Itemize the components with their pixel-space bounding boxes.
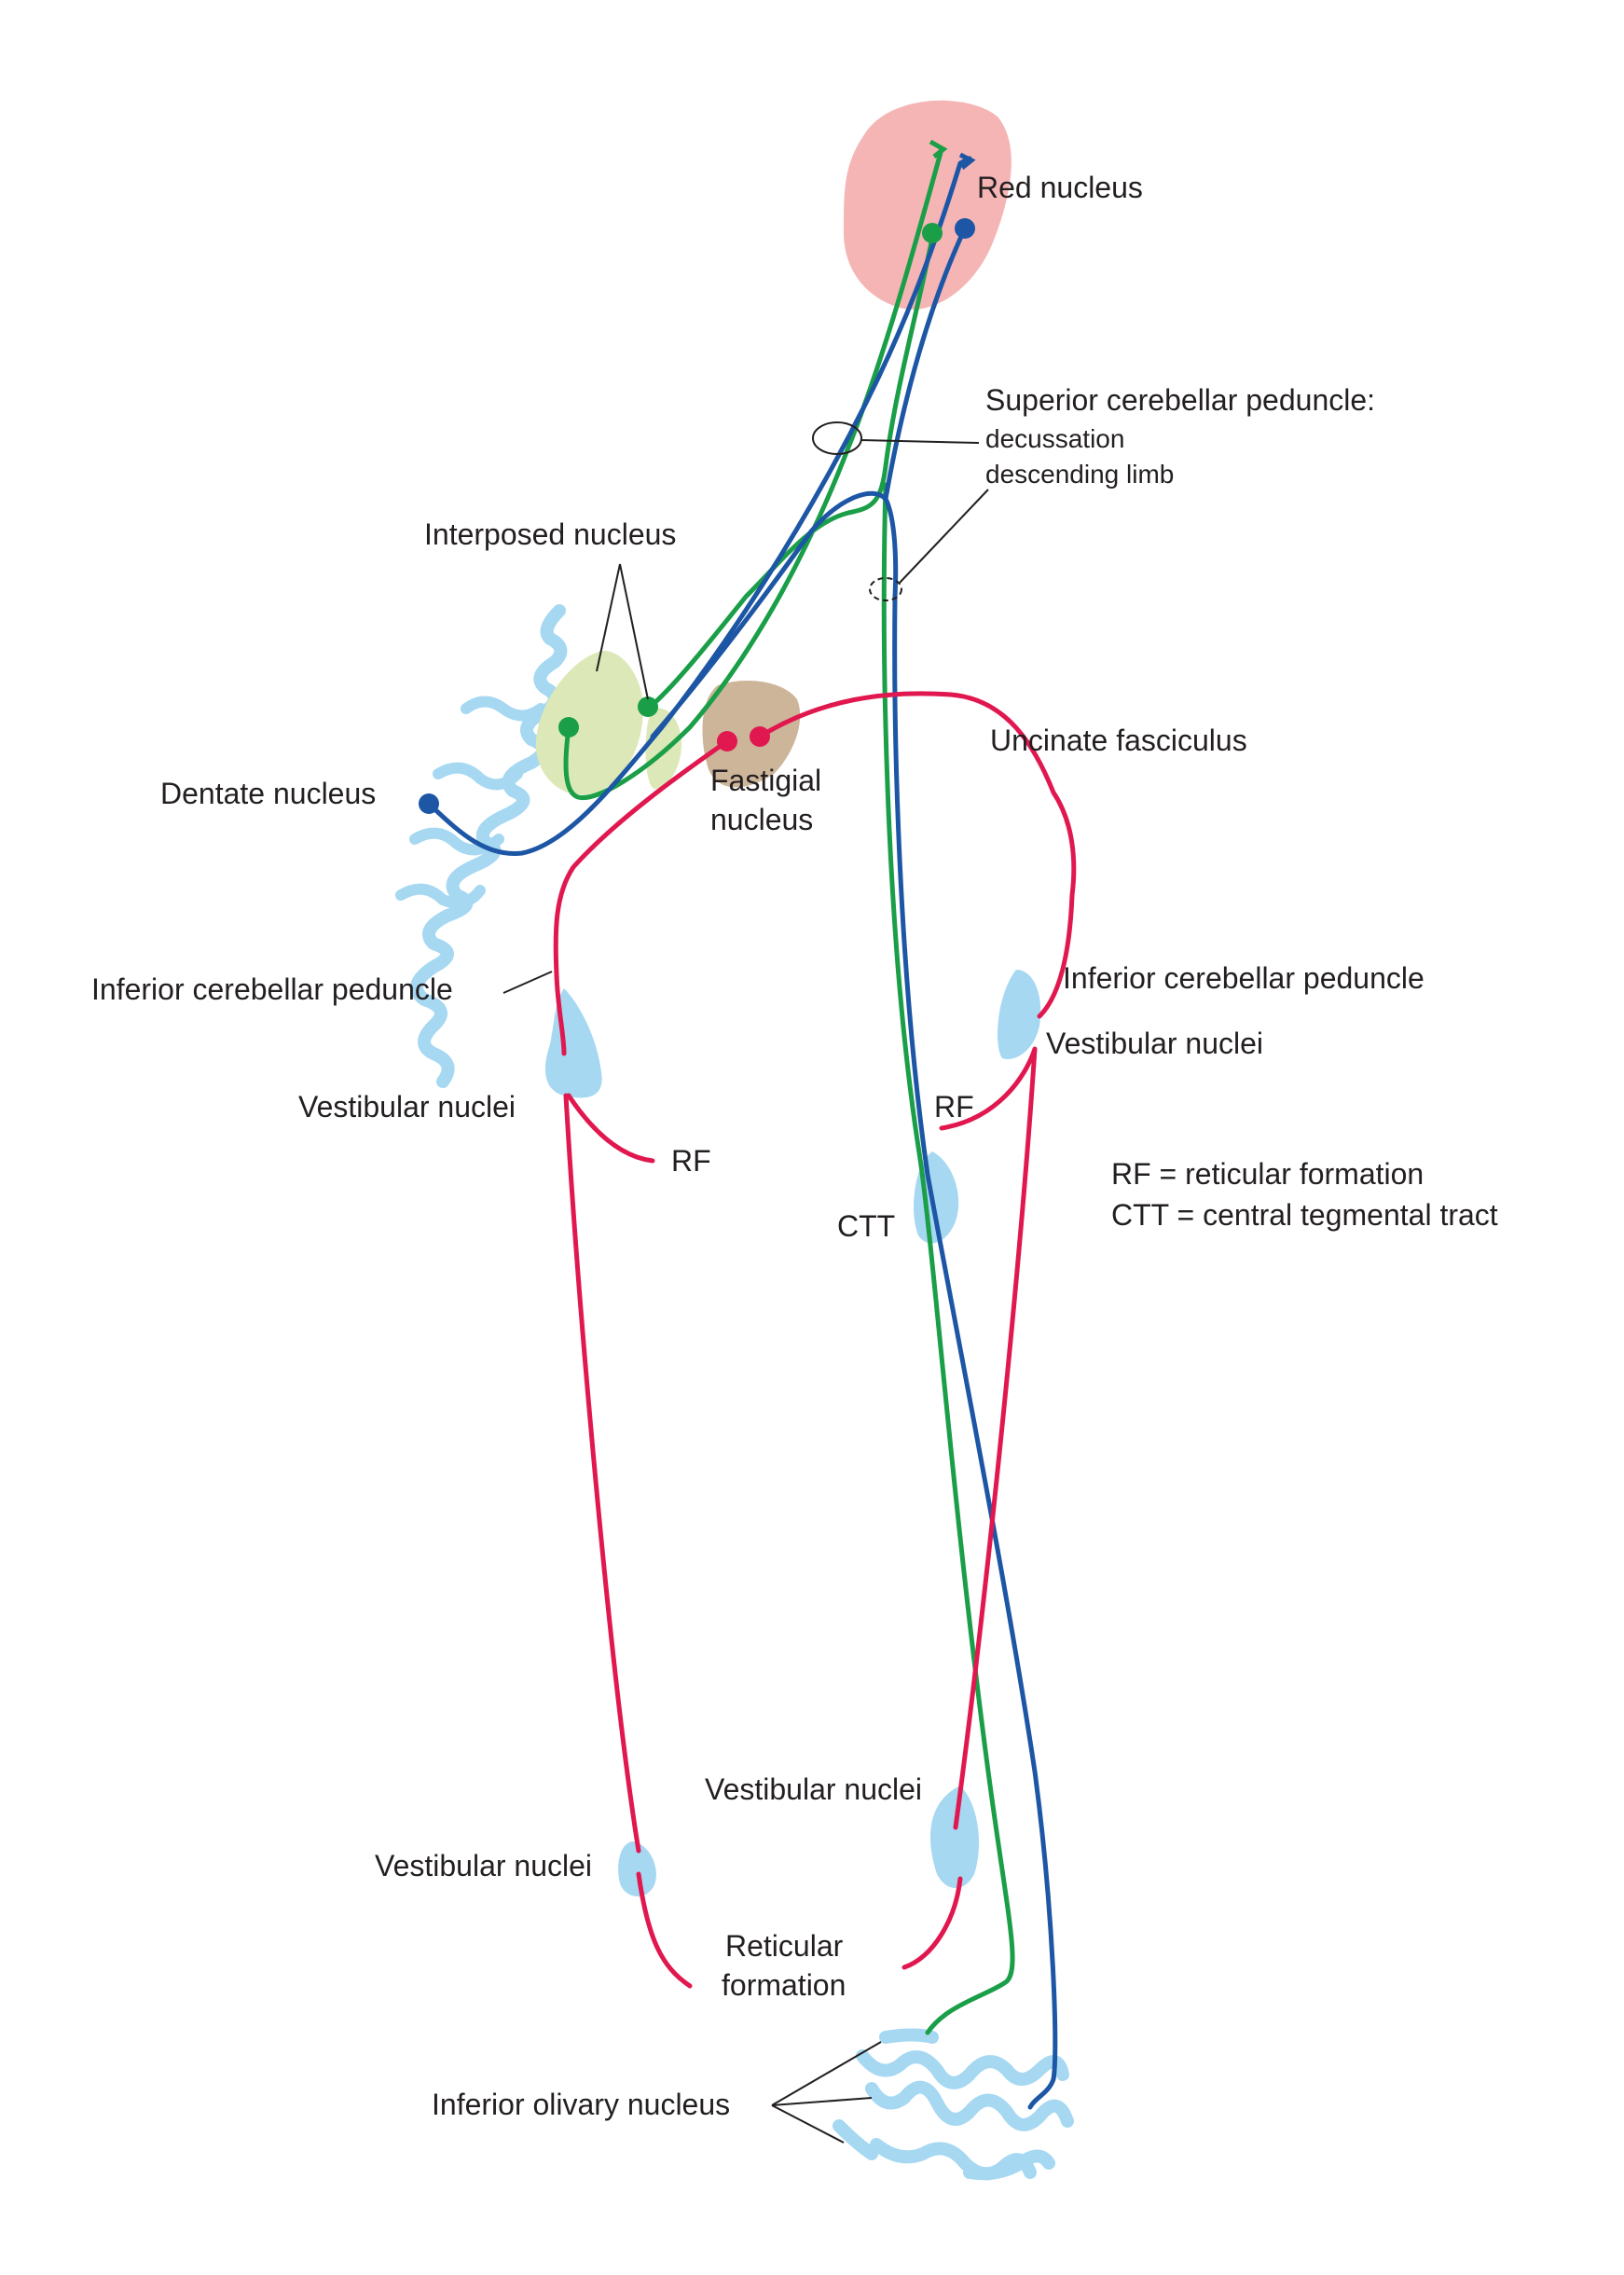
blue-tract-dentate-descending-to-olive — [650, 226, 1058, 2110]
ctt-region — [914, 1151, 959, 1244]
red-nucleus-green-terminal — [922, 223, 943, 243]
label-fastigial-line1: Fastigial — [710, 764, 821, 797]
fastigial-cell-body-1 — [717, 731, 737, 751]
descending-limb-marker — [869, 577, 902, 601]
fastigial-cell-body-2 — [750, 726, 770, 747]
leader-icp-left — [502, 971, 553, 994]
label-vestibular-left-upper: Vestibular nuclei — [298, 1090, 516, 1124]
interposed-nucleus-region-2 — [645, 708, 681, 789]
label-ctt: CTT — [837, 1209, 895, 1243]
leader-olive-1 — [771, 2041, 882, 2106]
dentate-nucleus-cell-body — [419, 793, 439, 814]
label-inferior-olivary: Inferior olivary nucleus — [432, 2088, 730, 2121]
red-tract-fastigial-ipsilateral — [553, 738, 730, 1989]
label-icp-right: Inferior cerebellar peduncle — [1063, 961, 1424, 995]
vestibular-nuclei-right-upper-region — [998, 970, 1041, 1059]
label-legend-rf: RF = reticular formation — [1111, 1157, 1424, 1191]
leader-olive-3 — [771, 2104, 845, 2144]
label-vestibular-left-lower: Vestibular nuclei — [375, 1849, 592, 1882]
leader-decussation — [860, 439, 980, 444]
label-scp-decussation: decussation — [985, 424, 1124, 453]
red-nucleus-green-end — [929, 139, 948, 159]
label-reticular-line2: formation — [722, 1968, 846, 2002]
red-tract-fastigial-contralateral-uncinate — [757, 691, 1077, 1970]
green-tract-interposed-descending-to-olive — [645, 235, 1015, 2035]
inferior-olivary-nucleus-region — [833, 2028, 1074, 2181]
vestibular-nuclei-left-lower-region — [618, 1841, 656, 1897]
interposed-nucleus-region — [535, 651, 643, 795]
leader-interposed-1 — [596, 563, 621, 672]
label-scp-descending: descending limb — [985, 460, 1174, 489]
interposed-cell-body-2 — [638, 696, 658, 717]
label-interposed-nucleus: Interposed nucleus — [424, 517, 676, 551]
label-rf-left: RF — [671, 1144, 711, 1178]
green-tract-interposed-to-contralateral-red-nucleus — [563, 146, 944, 801]
leader-interposed-2 — [619, 563, 649, 700]
blue-tract-dentate-to-red-nucleus — [426, 156, 972, 857]
interposed-cell-body-1 — [558, 717, 579, 738]
label-fastigial-line2: nucleus — [710, 803, 813, 836]
leader-olive-2 — [771, 2097, 873, 2106]
vestibular-nuclei-right-lower-region — [929, 1786, 979, 1888]
label-red-nucleus: Red nucleus — [977, 171, 1143, 204]
red-nucleus-blue-terminal — [955, 218, 975, 239]
label-dentate-nucleus: Dentate nucleus — [160, 777, 376, 810]
label-uncinate-fasciculus: Uncinate fasciculus — [990, 724, 1247, 757]
cerebellar-cortex-folia-outer — [395, 696, 546, 909]
label-vestibular-right-lower: Vestibular nuclei — [705, 1772, 922, 1806]
label-reticular-line1: Reticular — [725, 1929, 844, 1963]
red-nucleus-blue-end — [958, 152, 976, 170]
label-legend-ctt: CTT = central tegmental tract — [1111, 1198, 1498, 1232]
label-icp-left: Inferior cerebellar peduncle — [91, 972, 453, 1006]
vestibular-nuclei-left-upper-region — [545, 988, 602, 1098]
label-vestibular-right-upper: Vestibular nuclei — [1046, 1027, 1263, 1060]
label-rf-right: RF — [934, 1090, 974, 1124]
decussation-marker — [812, 421, 862, 455]
label-scp-title: Superior cerebellar peduncle: — [985, 383, 1375, 417]
leader-descending-limb — [899, 489, 989, 584]
